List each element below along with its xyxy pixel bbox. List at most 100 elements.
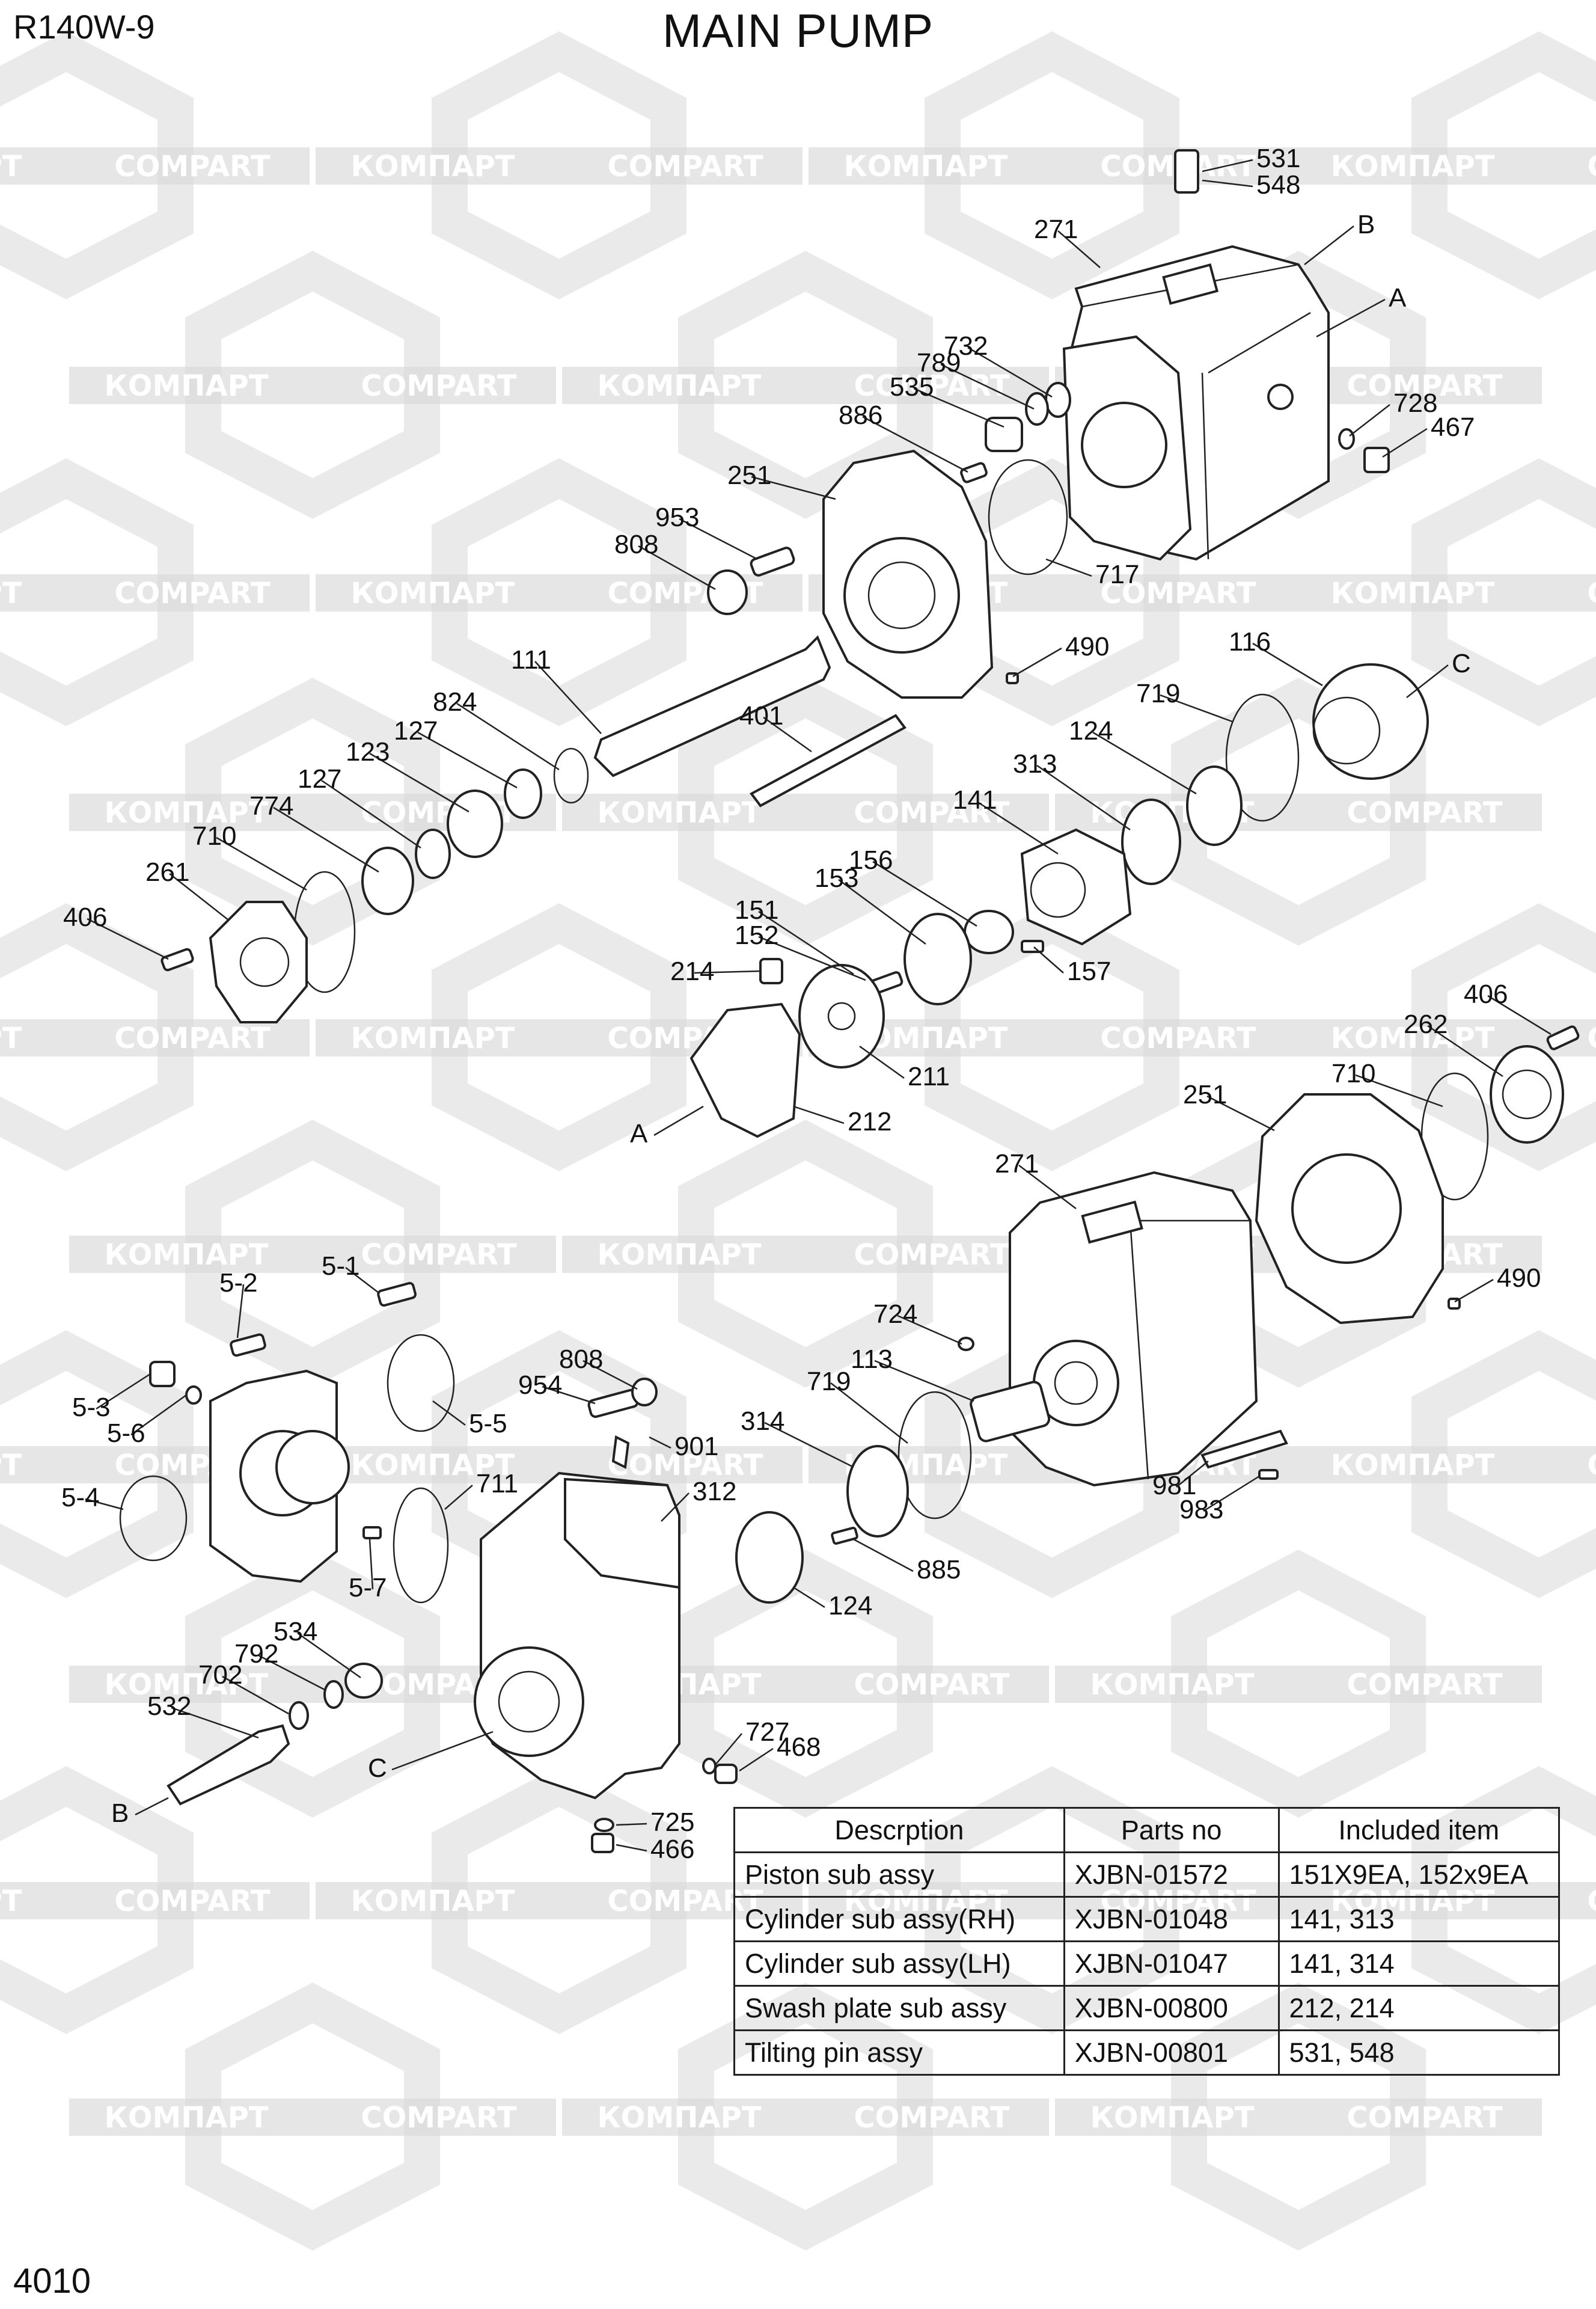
callout-label: 490 <box>1497 1263 1541 1293</box>
callout-label: 711 <box>476 1469 518 1498</box>
callout-leader <box>1092 731 1197 795</box>
table-row: Swash plate sub assy XJBN-00800 212, 214 <box>733 1985 1561 2031</box>
callout-leader <box>1036 764 1131 831</box>
watermark-hexagon <box>432 903 686 1171</box>
callout-label: 262 <box>1404 1010 1448 1039</box>
callout-leader <box>976 800 1059 855</box>
page-title: MAIN PUMP <box>662 4 934 57</box>
table-cell-description: Piston sub assy <box>733 1851 1065 1898</box>
callout-leader <box>1355 1074 1443 1108</box>
callout-leader <box>456 702 560 771</box>
callout-leader <box>1487 995 1552 1035</box>
callout-leader <box>1304 225 1354 265</box>
watermark-text-latin: COMPART <box>1587 1449 1596 1482</box>
callout-label: 5-2 <box>219 1268 258 1298</box>
callout-leader <box>169 873 229 921</box>
callout-leader <box>715 1733 742 1765</box>
callout-label: 313 <box>1013 749 1057 779</box>
callout-label: 5-6 <box>107 1418 145 1448</box>
watermark-text-cyrillic: КОМПАРТ <box>843 150 1007 183</box>
watermark-text-cyrillic: КОМПАРТ <box>1330 1022 1494 1055</box>
callout-label: 534 <box>274 1617 317 1646</box>
watermark-band <box>316 1882 803 1919</box>
table-row: Piston sub assy XJBN-01572 151X9EA, 152x… <box>733 1851 1561 1898</box>
watermark-text-cyrillic: КОМПАРТ <box>0 150 22 183</box>
callout-label: 152 <box>735 921 778 950</box>
callout-leader <box>661 1492 689 1522</box>
callout-leader <box>236 1284 245 1338</box>
table-cell-parts-no: XJBN-00800 <box>1063 1985 1280 2031</box>
table-cell-description: Cylinder sub assy(LH) <box>733 1940 1065 1987</box>
callout-leader <box>582 1360 638 1390</box>
callout-leader <box>1206 1095 1275 1132</box>
watermark-band <box>1295 1446 1596 1483</box>
callout-label: 532 <box>147 1691 191 1721</box>
watermark-text-latin: COMPART <box>854 1668 1010 1702</box>
callout-leader <box>830 1382 908 1444</box>
callout-leader <box>417 731 518 789</box>
watermark-text-latin: COMPART <box>1587 150 1596 183</box>
table-cell-description: Tilting pin assy <box>733 2029 1065 2076</box>
watermark-text-cyrillic: КОМПАРТ <box>350 1022 515 1055</box>
callout-label: 727 <box>745 1717 789 1747</box>
callout-label: 953 <box>655 503 699 532</box>
callout-label: 141 <box>953 785 997 815</box>
watermark-text-latin: COMPART <box>1347 796 1503 830</box>
watermark-hexagon <box>185 251 440 519</box>
watermark-hexagon <box>678 1120 933 1388</box>
callout-label: C <box>1452 649 1471 678</box>
callout-label: 954 <box>518 1370 562 1400</box>
callout-label: B <box>111 1798 129 1828</box>
callout-label: 792 <box>234 1639 278 1669</box>
watermark-text-latin: COMPART <box>361 369 517 403</box>
watermark-text-latin: COMPART <box>854 2101 1010 2135</box>
watermark-band <box>1295 574 1596 612</box>
watermark-hexagon <box>432 31 686 299</box>
watermark-hexagon <box>185 678 440 946</box>
watermark-text-cyrillic: КОМПАРТ <box>1330 150 1494 183</box>
callout-leader <box>1382 428 1428 458</box>
table-cell-parts-no: XJBN-01047 <box>1063 1940 1280 1987</box>
callout-label: 113 <box>851 1345 893 1374</box>
part-drawings <box>119 149 1580 1853</box>
callout-label: 808 <box>559 1345 603 1374</box>
watermark-hexagon <box>185 1120 440 1388</box>
watermark-hexagon <box>1171 1550 1426 1818</box>
callout-leader <box>751 476 836 500</box>
watermark-text-cyrillic: КОМПАРТ <box>350 577 515 610</box>
watermark-text-latin: COMPART <box>854 796 1010 830</box>
watermark-text-latin: COMPART <box>361 2101 517 2135</box>
column-header-included-item: Included item <box>1277 1807 1561 1853</box>
callout-leader <box>1203 1475 1260 1512</box>
callout-leader <box>222 1675 289 1715</box>
callout-leader <box>838 879 926 945</box>
callout-leader <box>321 779 421 849</box>
callout-leader <box>1454 1278 1494 1303</box>
watermark-band <box>809 147 1295 185</box>
callout-label: 732 <box>944 331 988 361</box>
watermark-text-latin: COMPART <box>854 369 1010 403</box>
watermark-text-latin: COMPART <box>854 1238 1010 1272</box>
callout-leader <box>1202 179 1253 188</box>
table-cell-description: Swash plate sub assy <box>733 1985 1065 2031</box>
callout-label: 211 <box>908 1062 950 1091</box>
callout-label: 824 <box>433 687 477 717</box>
callout-leader <box>1252 642 1323 687</box>
callout-leader <box>1176 1461 1209 1488</box>
callout-leader <box>913 387 1004 428</box>
callout-label: 724 <box>873 1299 917 1329</box>
watermark-text-cyrillic: КОМПАРТ <box>104 1668 268 1702</box>
callout-label: 885 <box>917 1555 961 1584</box>
callout-leader <box>130 1394 187 1436</box>
callout-leader <box>872 860 977 927</box>
callout-leader <box>694 970 761 974</box>
watermark-band <box>562 2099 1049 2136</box>
callout-label: 774 <box>249 791 293 821</box>
callout-label: 886 <box>839 400 882 430</box>
watermark-text-latin: COMPART <box>1100 1022 1256 1055</box>
callout-leader <box>96 1373 151 1410</box>
watermark-hexagon <box>1411 458 1596 726</box>
callout-label: B <box>1357 210 1375 239</box>
watermark-text-cyrillic: КОМПАРТ <box>597 796 761 830</box>
